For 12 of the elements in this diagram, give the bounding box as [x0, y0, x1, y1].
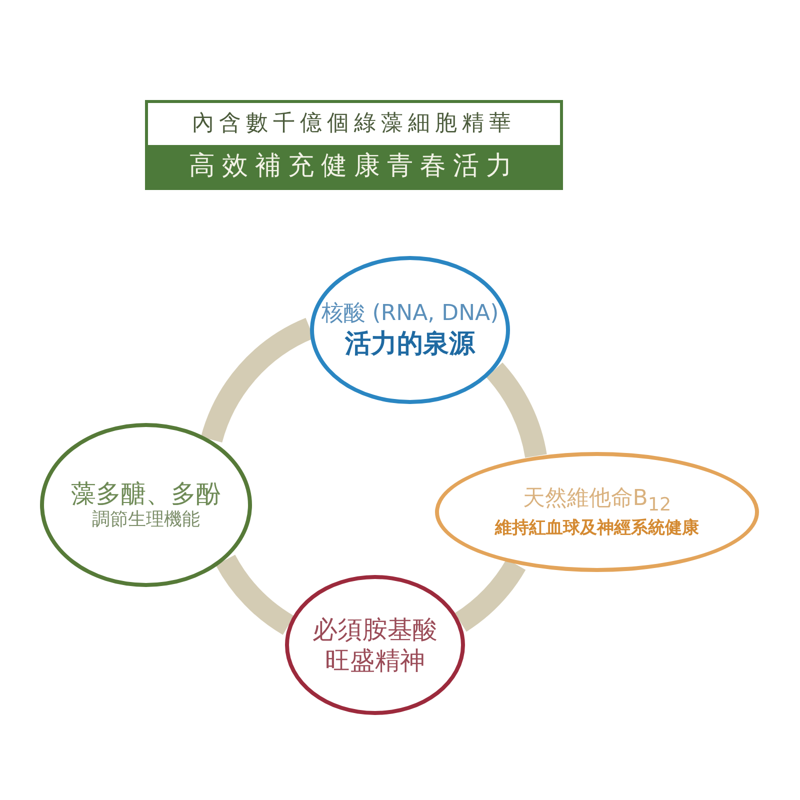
node-title: 藻多醣、多酚 [71, 478, 221, 510]
title-banner [145, 100, 563, 190]
ring-arc [216, 554, 294, 635]
node-title: 天然維他命B$_{12}$ [522, 485, 672, 518]
node-subtitle: 活力的泉源 [345, 328, 475, 360]
node-title: 核酸 (RNA, DNA) [321, 300, 499, 328]
node-title: 必須胺基酸 [312, 614, 438, 645]
node-subtitle: 旺盛精神 [325, 645, 425, 676]
node-subtitle: 維持紅血球及神經系統健康 [495, 518, 699, 539]
banner-text: 高效補充健康青春活力 [148, 145, 560, 187]
heading-text: 內含數千億個綠藻細胞精華 [191, 110, 517, 138]
node-subtitle: 調節生理機能 [92, 509, 200, 532]
